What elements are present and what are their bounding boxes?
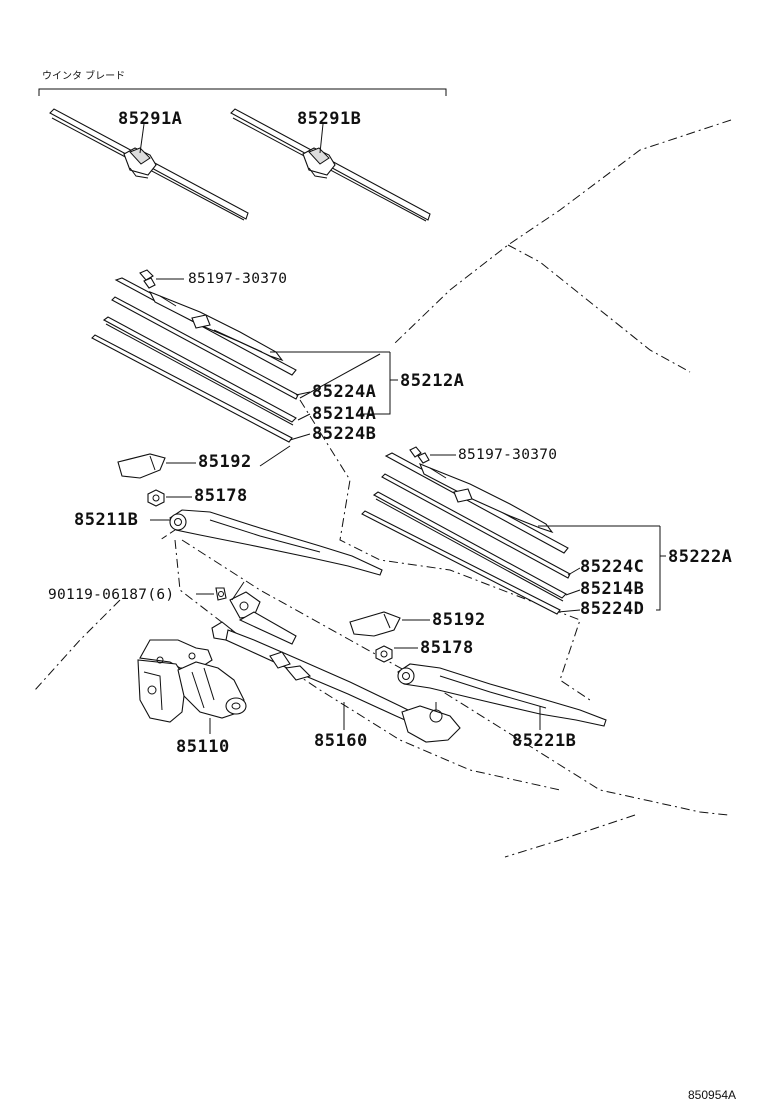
label-85178-left: 85178 <box>194 486 248 506</box>
reference-code: 850954A <box>688 1088 736 1102</box>
wiper-motor-85110: 85110 <box>137 639 247 757</box>
label-85192-right: 85192 <box>432 610 486 630</box>
label-85214b: 85214B <box>580 579 644 599</box>
blade-assembly-right: 85197-30370 85224C 85214B 85224D 85222A <box>361 446 732 619</box>
wiper-arm-left: 85211B <box>74 445 383 576</box>
label-85178-right: 85178 <box>420 638 474 658</box>
windshield-outline <box>34 119 732 858</box>
bolt-90119: 90119-06187(6) <box>48 587 227 603</box>
winter-blade-note: ウインタ ブレード <box>42 69 125 82</box>
label-85291b: 85291B <box>297 109 361 129</box>
label-85192-left: 85192 <box>198 452 252 472</box>
label-85221b: 85221B <box>512 731 576 751</box>
label-85212a: 85212A <box>400 371 464 391</box>
label-85110: 85110 <box>176 737 230 757</box>
label-85211b: 85211B <box>74 510 138 530</box>
label-85224d: 85224D <box>580 599 644 619</box>
label-85224b: 85224B <box>312 424 376 444</box>
winter-blade-bracket: ウインタ ブレード <box>38 69 447 96</box>
label-85160: 85160 <box>314 731 368 751</box>
wiper-arm-right: 85221B <box>397 663 607 751</box>
wiper-link-85160: 85160 <box>211 581 461 751</box>
cover-nut-right: 85192 85178 <box>349 610 486 663</box>
wiper-blade-85291b: 85291B <box>230 108 431 222</box>
label-85224c: 85224C <box>580 557 644 577</box>
label-85222a: 85222A <box>668 547 732 567</box>
label-85197-left: 85197-30370 <box>188 271 287 287</box>
blade-assembly-left: 85197-30370 85224A 85214A 85224B 85212A <box>91 269 464 444</box>
label-90119: 90119-06187(6) <box>48 587 174 603</box>
wiper-blade-85291a: 85291A <box>49 108 249 221</box>
label-85291a: 85291A <box>118 109 182 129</box>
label-85214a: 85214A <box>312 404 376 424</box>
cover-nut-left: 85192 85178 <box>117 452 252 507</box>
label-85224a: 85224A <box>312 382 376 402</box>
label-85197-right: 85197-30370 <box>458 447 557 463</box>
